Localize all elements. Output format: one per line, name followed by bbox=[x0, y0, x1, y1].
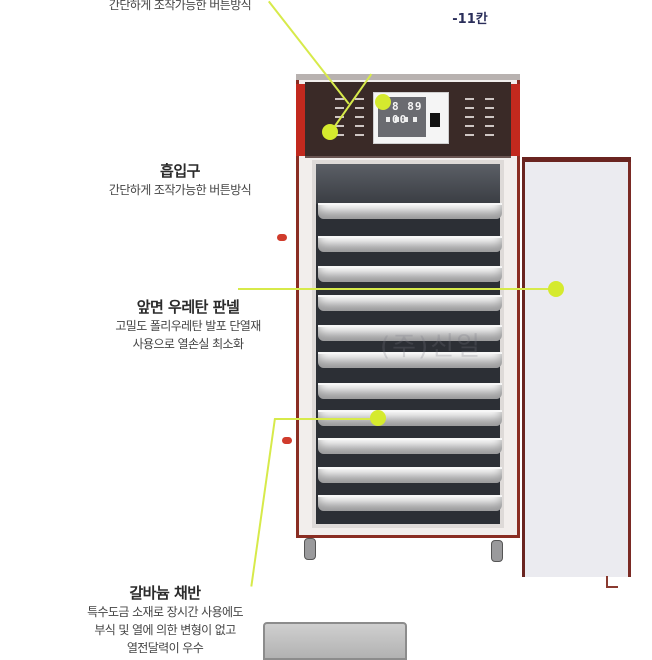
controller-display[interactable]: 8 89 00 bbox=[373, 92, 449, 144]
tray bbox=[318, 236, 502, 252]
callout-title: 앞면 우레탄 판넬 bbox=[136, 298, 240, 316]
callout-title: 갈바늄 채반 bbox=[129, 584, 201, 602]
callout-desc: 사용으로 열손실 최소화 bbox=[132, 337, 244, 351]
callout-line-urethane bbox=[238, 288, 556, 290]
tray-count-note: -11칸 bbox=[452, 12, 488, 27]
tray bbox=[318, 410, 502, 426]
open-door[interactable] bbox=[522, 157, 631, 577]
callout-desc: 특수도금 소재로 장시간 사용에도 bbox=[87, 605, 243, 619]
caster-wheel-left bbox=[304, 538, 316, 560]
power-switch[interactable] bbox=[430, 113, 440, 127]
side-latch-top[interactable] bbox=[277, 234, 287, 241]
callout-desc: 열전달력이 우수 bbox=[126, 641, 204, 655]
tray bbox=[318, 352, 502, 368]
tray bbox=[318, 203, 502, 219]
tray bbox=[318, 266, 502, 282]
callout-line-tray-v bbox=[250, 418, 276, 587]
cabinet-side-left bbox=[296, 84, 305, 156]
callout-desc: 고밀도 폴리우레탄 발포 단열재 bbox=[115, 319, 261, 333]
callout-dot-urethane bbox=[548, 281, 564, 297]
caster-wheel-right bbox=[491, 540, 503, 562]
tray bbox=[318, 325, 502, 341]
callout-urethane-panel: 앞면 우레탄 판넬 고밀도 폴리우레탄 발포 단열재 사용으로 열손실 최소화 bbox=[88, 296, 288, 353]
chamber-back-wall bbox=[316, 164, 500, 204]
callout-dot-display bbox=[375, 94, 391, 110]
control-button[interactable] bbox=[395, 117, 399, 122]
tray bbox=[318, 295, 502, 311]
side-latch-bottom[interactable] bbox=[282, 437, 292, 444]
callout-desc: 간단하게 조작가능한 버튼방식 bbox=[108, 183, 252, 197]
tray bbox=[318, 383, 502, 399]
callout-line-tray-h bbox=[275, 418, 375, 420]
tray bbox=[318, 495, 502, 511]
tray bbox=[318, 467, 502, 483]
door-top-edge bbox=[522, 157, 631, 162]
cabinet-top-rim bbox=[296, 74, 520, 80]
callout-dot-tray bbox=[370, 410, 386, 426]
top-caption-desc: 간단하게 조작가능한 버튼방식 bbox=[108, 0, 252, 12]
callout-title: 흡입구 bbox=[160, 162, 200, 180]
control-button[interactable] bbox=[413, 117, 417, 122]
control-button[interactable] bbox=[404, 117, 408, 122]
drying-chamber bbox=[312, 160, 504, 528]
cabinet-side-right bbox=[511, 84, 520, 156]
callout-dot-intake bbox=[322, 124, 338, 140]
door-foot bbox=[606, 576, 618, 588]
tray bbox=[318, 438, 502, 454]
callout-intake: 흡입구 간단하게 조작가능한 버튼방식 bbox=[90, 160, 270, 199]
control-button[interactable] bbox=[386, 117, 390, 122]
display-screen: 8 89 00 bbox=[378, 97, 426, 137]
display-digits: 8 89 00 bbox=[392, 100, 423, 126]
callout-desc: 부식 및 열에 의한 변형이 없고 bbox=[94, 623, 236, 637]
brand-watermark: (주)신일 bbox=[380, 332, 483, 362]
sample-tray-image bbox=[263, 622, 407, 660]
callout-galvanized-tray: 갈바늄 채반 특수도금 소재로 장시간 사용에도 부식 및 열에 의한 변형이 … bbox=[60, 582, 270, 657]
